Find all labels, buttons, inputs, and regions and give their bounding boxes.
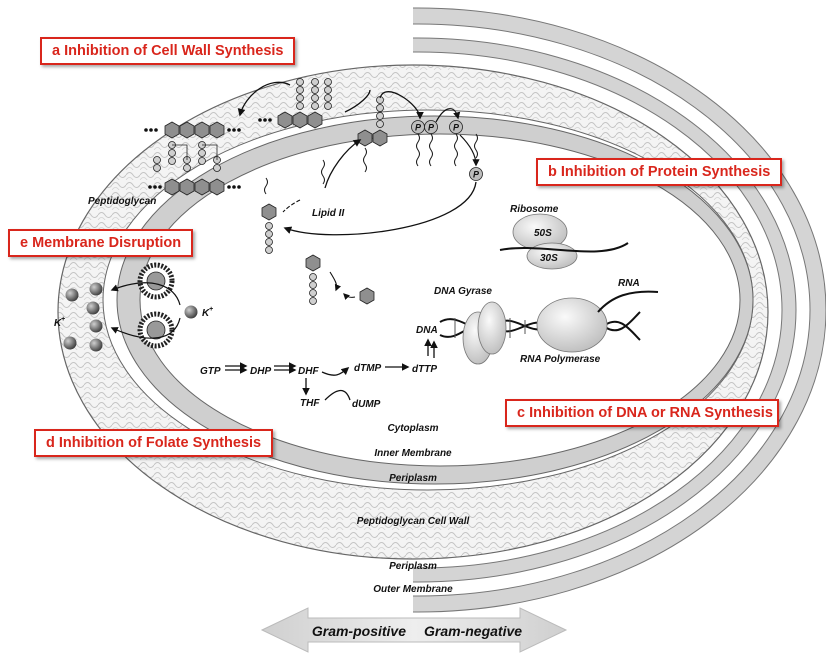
peptidoglycan-label: Peptidoglycan — [88, 196, 156, 207]
dna-label: DNA — [416, 325, 438, 336]
outer-membrane-label: Outer Membrane — [373, 584, 453, 595]
phosphate-label: P — [473, 170, 480, 180]
callout-cell-wall: a Inhibition of Cell Wall Synthesis — [40, 37, 296, 65]
k-ion-charge-left: + — [61, 316, 65, 323]
callout-membrane: e Membrane Disruption — [8, 229, 194, 257]
callout-folate: d Inhibition of Folate Synthesis — [34, 429, 274, 457]
dhf-label: DHF — [298, 366, 319, 377]
phosphate-label: P — [428, 123, 435, 133]
rna-polymerase-label: RNA Polymerase — [520, 354, 601, 365]
subunit-30s-label: 30S — [540, 253, 558, 264]
dna-gyrase-label: DNA Gyrase — [434, 286, 492, 297]
callout-dna-rna: c Inhibition of DNA or RNA Synthesis — [505, 399, 779, 427]
subunit-50s-label: 50S — [534, 228, 552, 239]
mesh-dots — [144, 118, 272, 189]
dttp-label: dTTP — [412, 364, 437, 375]
rna-label: RNA — [618, 278, 640, 289]
peptidoglycan-mesh — [153, 121, 225, 196]
dhp-label: DHP — [250, 366, 271, 377]
potassium-ions — [63, 282, 198, 352]
gtp-label: GTP — [200, 366, 221, 377]
folate-pathway: GTP DHP DHF THF dTMP dUMP dTTP — [200, 338, 438, 410]
k-ion-charge-right: + — [209, 306, 213, 313]
ribosome-label: Ribosome — [510, 204, 559, 215]
periplasm-inner-label: Periplasm — [389, 473, 437, 484]
k-ion-label-left: K — [54, 318, 62, 329]
cytoplasm-label: Cytoplasm — [387, 423, 438, 434]
phosphate-label: P — [415, 123, 422, 133]
gram-arrow — [260, 607, 568, 653]
dump-label: dUMP — [352, 399, 381, 410]
ribosome — [499, 213, 629, 270]
phosphate-groups: P P P P — [411, 120, 483, 181]
callout-protein: b Inhibition of Protein Synthesis — [536, 158, 783, 186]
cell-wall-label: Peptidoglycan Cell Wall — [357, 516, 470, 527]
thf-label: THF — [300, 398, 320, 409]
inner-membrane-label: Inner Membrane — [374, 448, 452, 459]
k-ion-label-right: K — [202, 308, 210, 319]
cytoplasm — [139, 133, 741, 467]
lipid-ii-cycle — [357, 96, 388, 147]
periplasm-outer-label: Periplasm — [389, 561, 437, 572]
rna-polymerase — [536, 290, 659, 353]
gram-negative-label: Gram-negative — [424, 623, 522, 639]
dna-gyrase — [462, 301, 507, 365]
nascent-peptidoglycan — [277, 78, 332, 129]
lipid-ii-label: Lipid II — [312, 208, 344, 219]
phosphate-label: P — [453, 123, 460, 133]
dtmp-label: dTMP — [354, 363, 382, 374]
gram-positive-label: Gram-positive — [312, 623, 406, 639]
